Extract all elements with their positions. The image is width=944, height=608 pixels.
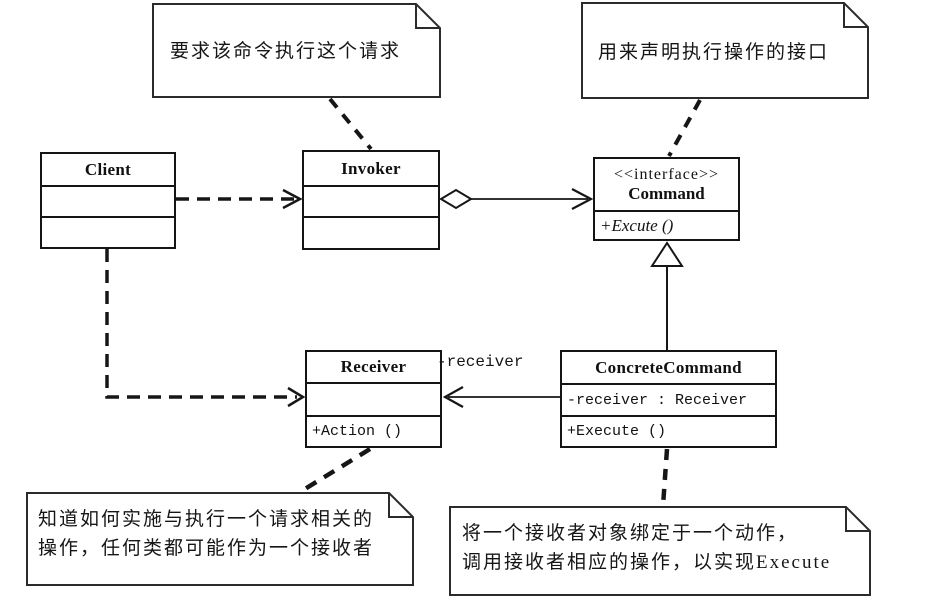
concrete-command-attribute: -receiver : Receiver	[562, 383, 775, 415]
arrowhead-open-icon	[287, 386, 306, 408]
note-text-invoker: 要求该命令执行这个请求	[170, 41, 402, 62]
note-anchor-invoker	[328, 97, 373, 151]
note-text-concrete-line1: 将一个接收者对象绑定于一个动作，	[462, 523, 799, 544]
generalization-triangle-icon	[650, 241, 684, 267]
association-role-label: -receiver	[437, 353, 524, 371]
class-name-receiver: Receiver	[340, 357, 407, 376]
note-text-receiver-line1: 知道如何实施与执行一个请求相关的	[38, 509, 375, 530]
class-box-concrete-command: ConcreteCommand -receiver : Receiver +Ex…	[560, 350, 777, 448]
receiver-operation: +Action ()	[307, 415, 440, 446]
note-shape-concrete	[449, 506, 871, 596]
note-text-concrete: 将一个接收者对象绑定于一个动作， 调用接收者相应的操作，以实现Execute	[462, 519, 831, 577]
arrowhead-open-icon	[571, 188, 594, 210]
note-fold-icon	[843, 3, 868, 28]
arrowhead-open-icon	[282, 188, 303, 210]
class-name-client: Client	[84, 159, 132, 179]
note-shape-command	[581, 2, 869, 99]
client-attributes-compartment	[42, 185, 174, 216]
aggregation-diamond-icon	[439, 188, 473, 210]
class-box-command: <<interface>> Command +Excute ()	[593, 157, 740, 241]
class-box-invoker: Invoker	[302, 150, 440, 250]
note-text-command: 用来声明执行操作的接口	[598, 42, 830, 63]
class-name-command: Command	[628, 183, 705, 203]
invoker-attributes-compartment	[304, 185, 438, 216]
class-name-concrete-command: ConcreteCommand	[595, 357, 742, 377]
note-shape-invoker	[152, 3, 441, 98]
note-text-concrete-line2: 调用接收者相应的操作，以实现Execute	[462, 552, 832, 573]
note-text-receiver: 知道如何实施与执行一个请求相关的 操作，任何类都可能作为一个接收者	[38, 505, 374, 563]
note-fold-icon	[415, 4, 440, 29]
class-box-receiver: Receiver +Action ()	[305, 350, 442, 448]
note-fold-icon	[388, 493, 413, 518]
note-anchor-command	[667, 99, 702, 157]
note-anchor-concrete	[660, 448, 670, 507]
class-name-invoker: Invoker	[341, 158, 401, 178]
arrowhead-open-icon	[442, 386, 464, 408]
note-text-receiver-line2: 操作，任何类都可能作为一个接收者	[38, 538, 375, 559]
class-box-client: Client	[40, 152, 176, 249]
dependency-client-receiver	[105, 249, 297, 399]
command-header: <<interface>> Command	[595, 159, 738, 210]
concrete-command-operation: +Execute ()	[562, 415, 775, 446]
note-fold-icon	[845, 507, 870, 532]
client-operations-compartment	[42, 216, 174, 247]
note-shape-receiver	[26, 492, 414, 586]
invoker-operations-compartment	[304, 216, 438, 248]
command-stereotype: <<interface>>	[613, 165, 720, 183]
receiver-attributes-compartment	[307, 382, 440, 415]
note-anchor-receiver	[298, 447, 372, 494]
command-operation: +Excute ()	[595, 210, 738, 239]
